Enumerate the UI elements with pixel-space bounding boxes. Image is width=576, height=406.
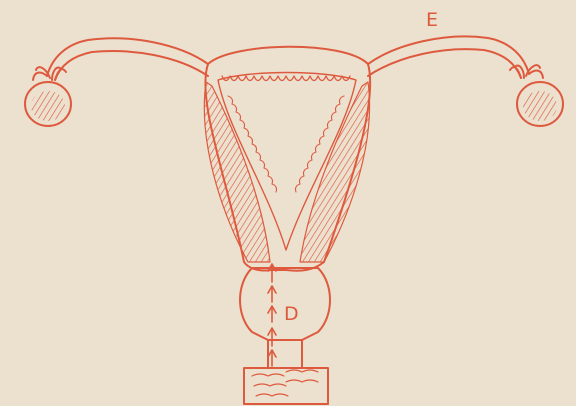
right-ovary [517,82,563,126]
left-fallopian-tube [47,38,208,80]
arrow-1 [268,264,276,282]
left-ovary [25,82,71,126]
endometrial-lining-fundus [222,76,350,81]
arrow-4 [268,328,276,346]
right-uterine-wall [300,82,370,262]
arrow-3 [268,306,276,322]
arrow-5 [268,350,276,366]
direction-arrows [268,264,276,366]
left-uterine-wall [204,82,270,262]
label-d: D [284,303,299,325]
vaginal-canal [244,340,328,404]
right-fallopian-tube [368,36,529,78]
label-e: E [426,9,438,31]
arrow-2 [268,286,276,302]
